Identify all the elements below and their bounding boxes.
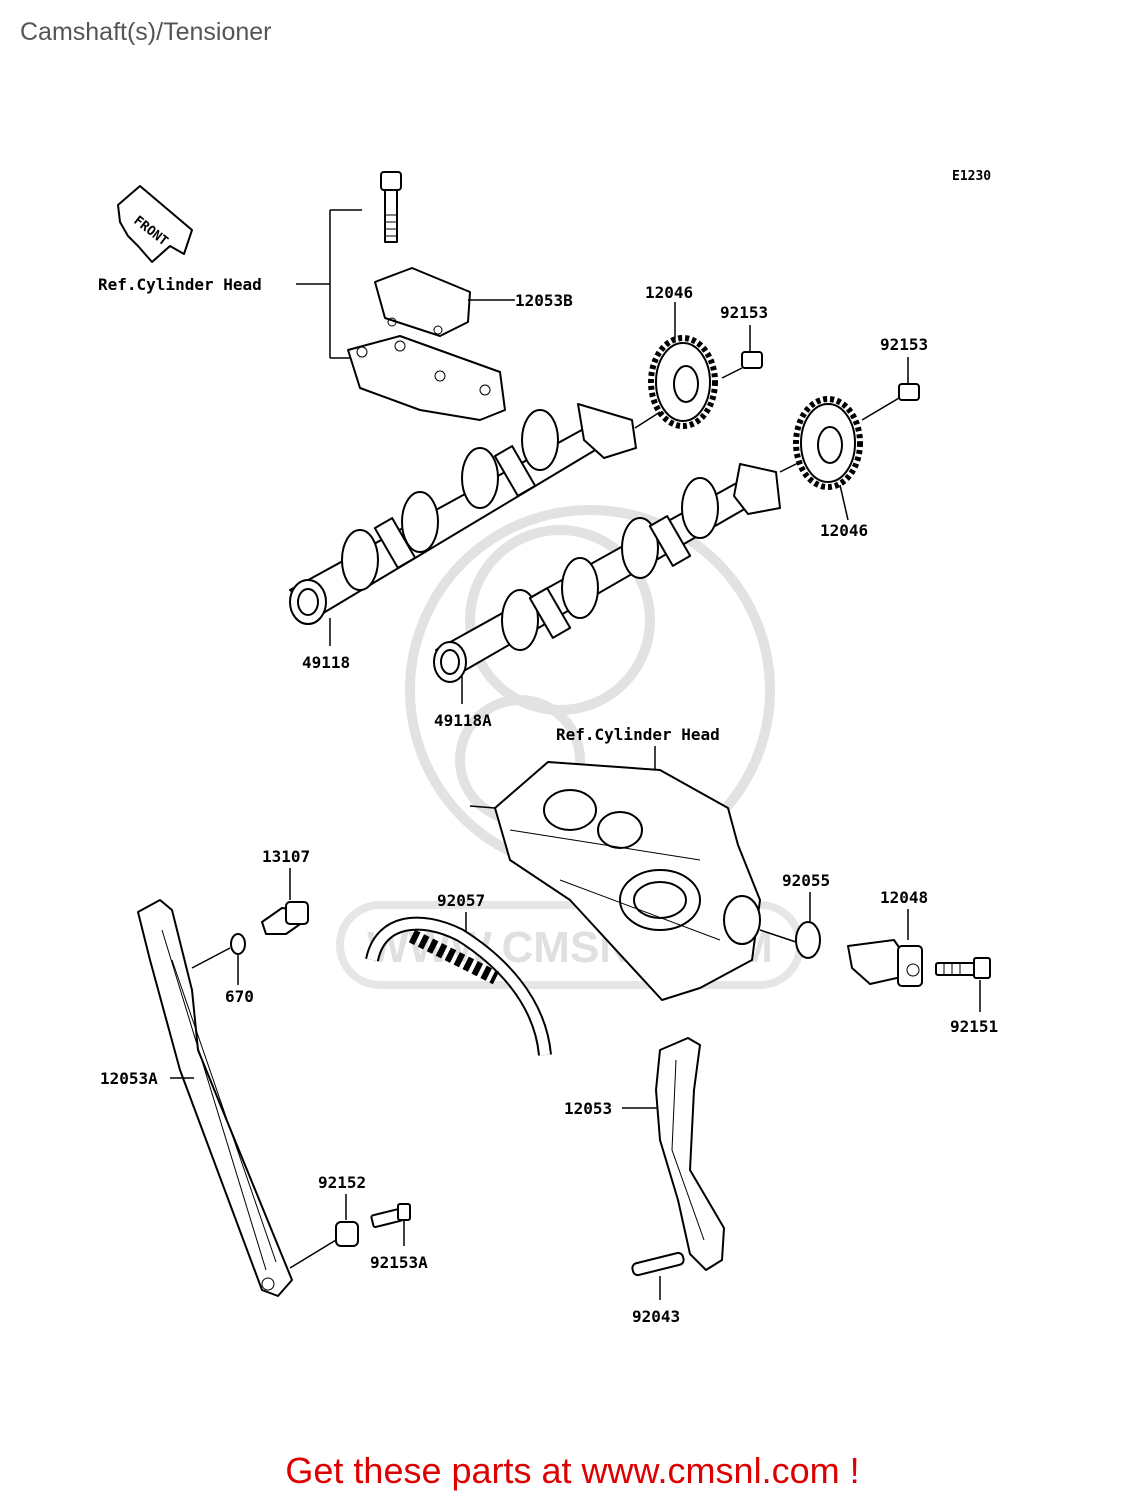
label-670: 670	[225, 987, 254, 1006]
label-ref-cyl-head-mid: Ref.Cylinder Head	[556, 725, 720, 744]
cam-sprocket-lower	[779, 396, 863, 521]
label-92152: 92152	[318, 1173, 366, 1192]
guide-bolt-13107	[261, 901, 309, 935]
o-ring-92055	[759, 921, 821, 959]
promo-link[interactable]: Get these parts at www.cmsnl.com !	[285, 1450, 860, 1491]
bolt-part	[380, 171, 402, 243]
bolt-92153A	[370, 1203, 411, 1246]
sprocket-bolt-b	[861, 383, 920, 421]
cylinder-head	[469, 761, 761, 1001]
label-49118A: 49118A	[434, 711, 492, 730]
label-49118: 49118	[302, 653, 350, 672]
label-ref-cyl-head-top: Ref.Cylinder Head	[98, 275, 262, 294]
cam-holder-lower	[347, 335, 506, 421]
label-92055: 92055	[782, 871, 830, 890]
label-92151: 92151	[950, 1017, 998, 1036]
label-12046-top: 12046	[645, 283, 693, 302]
label-13107: 13107	[262, 847, 310, 866]
cam-holder-upper	[374, 267, 515, 337]
label-12053A: 12053A	[100, 1069, 158, 1088]
diagram-code: E1230	[952, 169, 991, 184]
label-12048: 12048	[880, 888, 928, 907]
parts-diagram: WWW.CMSNL.COM E1230 FRONT Ref.Cylinder H…	[98, 169, 998, 1326]
label-12046-bottom: 12046	[820, 521, 868, 540]
label-12053B: 12053B	[515, 291, 573, 310]
label-12053: 12053	[564, 1099, 612, 1118]
label-92153A: 92153A	[370, 1253, 428, 1272]
label-92057: 92057	[437, 891, 485, 910]
collar-92152	[289, 1221, 359, 1269]
camshaft-exhaust	[433, 463, 781, 704]
camshaft-intake	[289, 403, 637, 646]
chain-tensioner	[847, 939, 923, 987]
cam-chain	[365, 916, 552, 1056]
tensioner-bolt	[935, 957, 991, 1012]
pin-92043	[631, 1251, 685, 1300]
washer-670	[191, 933, 246, 985]
label-92153-a: 92153	[720, 303, 768, 322]
cam-sprocket-upper	[634, 335, 718, 429]
chain-guide-12053	[655, 1037, 725, 1271]
sprocket-bolt-a	[721, 351, 763, 379]
chain-guide-12053A	[137, 899, 293, 1297]
label-92153-b: 92153	[880, 335, 928, 354]
page-title: Camshaft(s)/Tensioner	[20, 18, 272, 46]
label-92043: 92043	[632, 1307, 680, 1326]
front-arrow-icon: FRONT	[117, 185, 193, 263]
